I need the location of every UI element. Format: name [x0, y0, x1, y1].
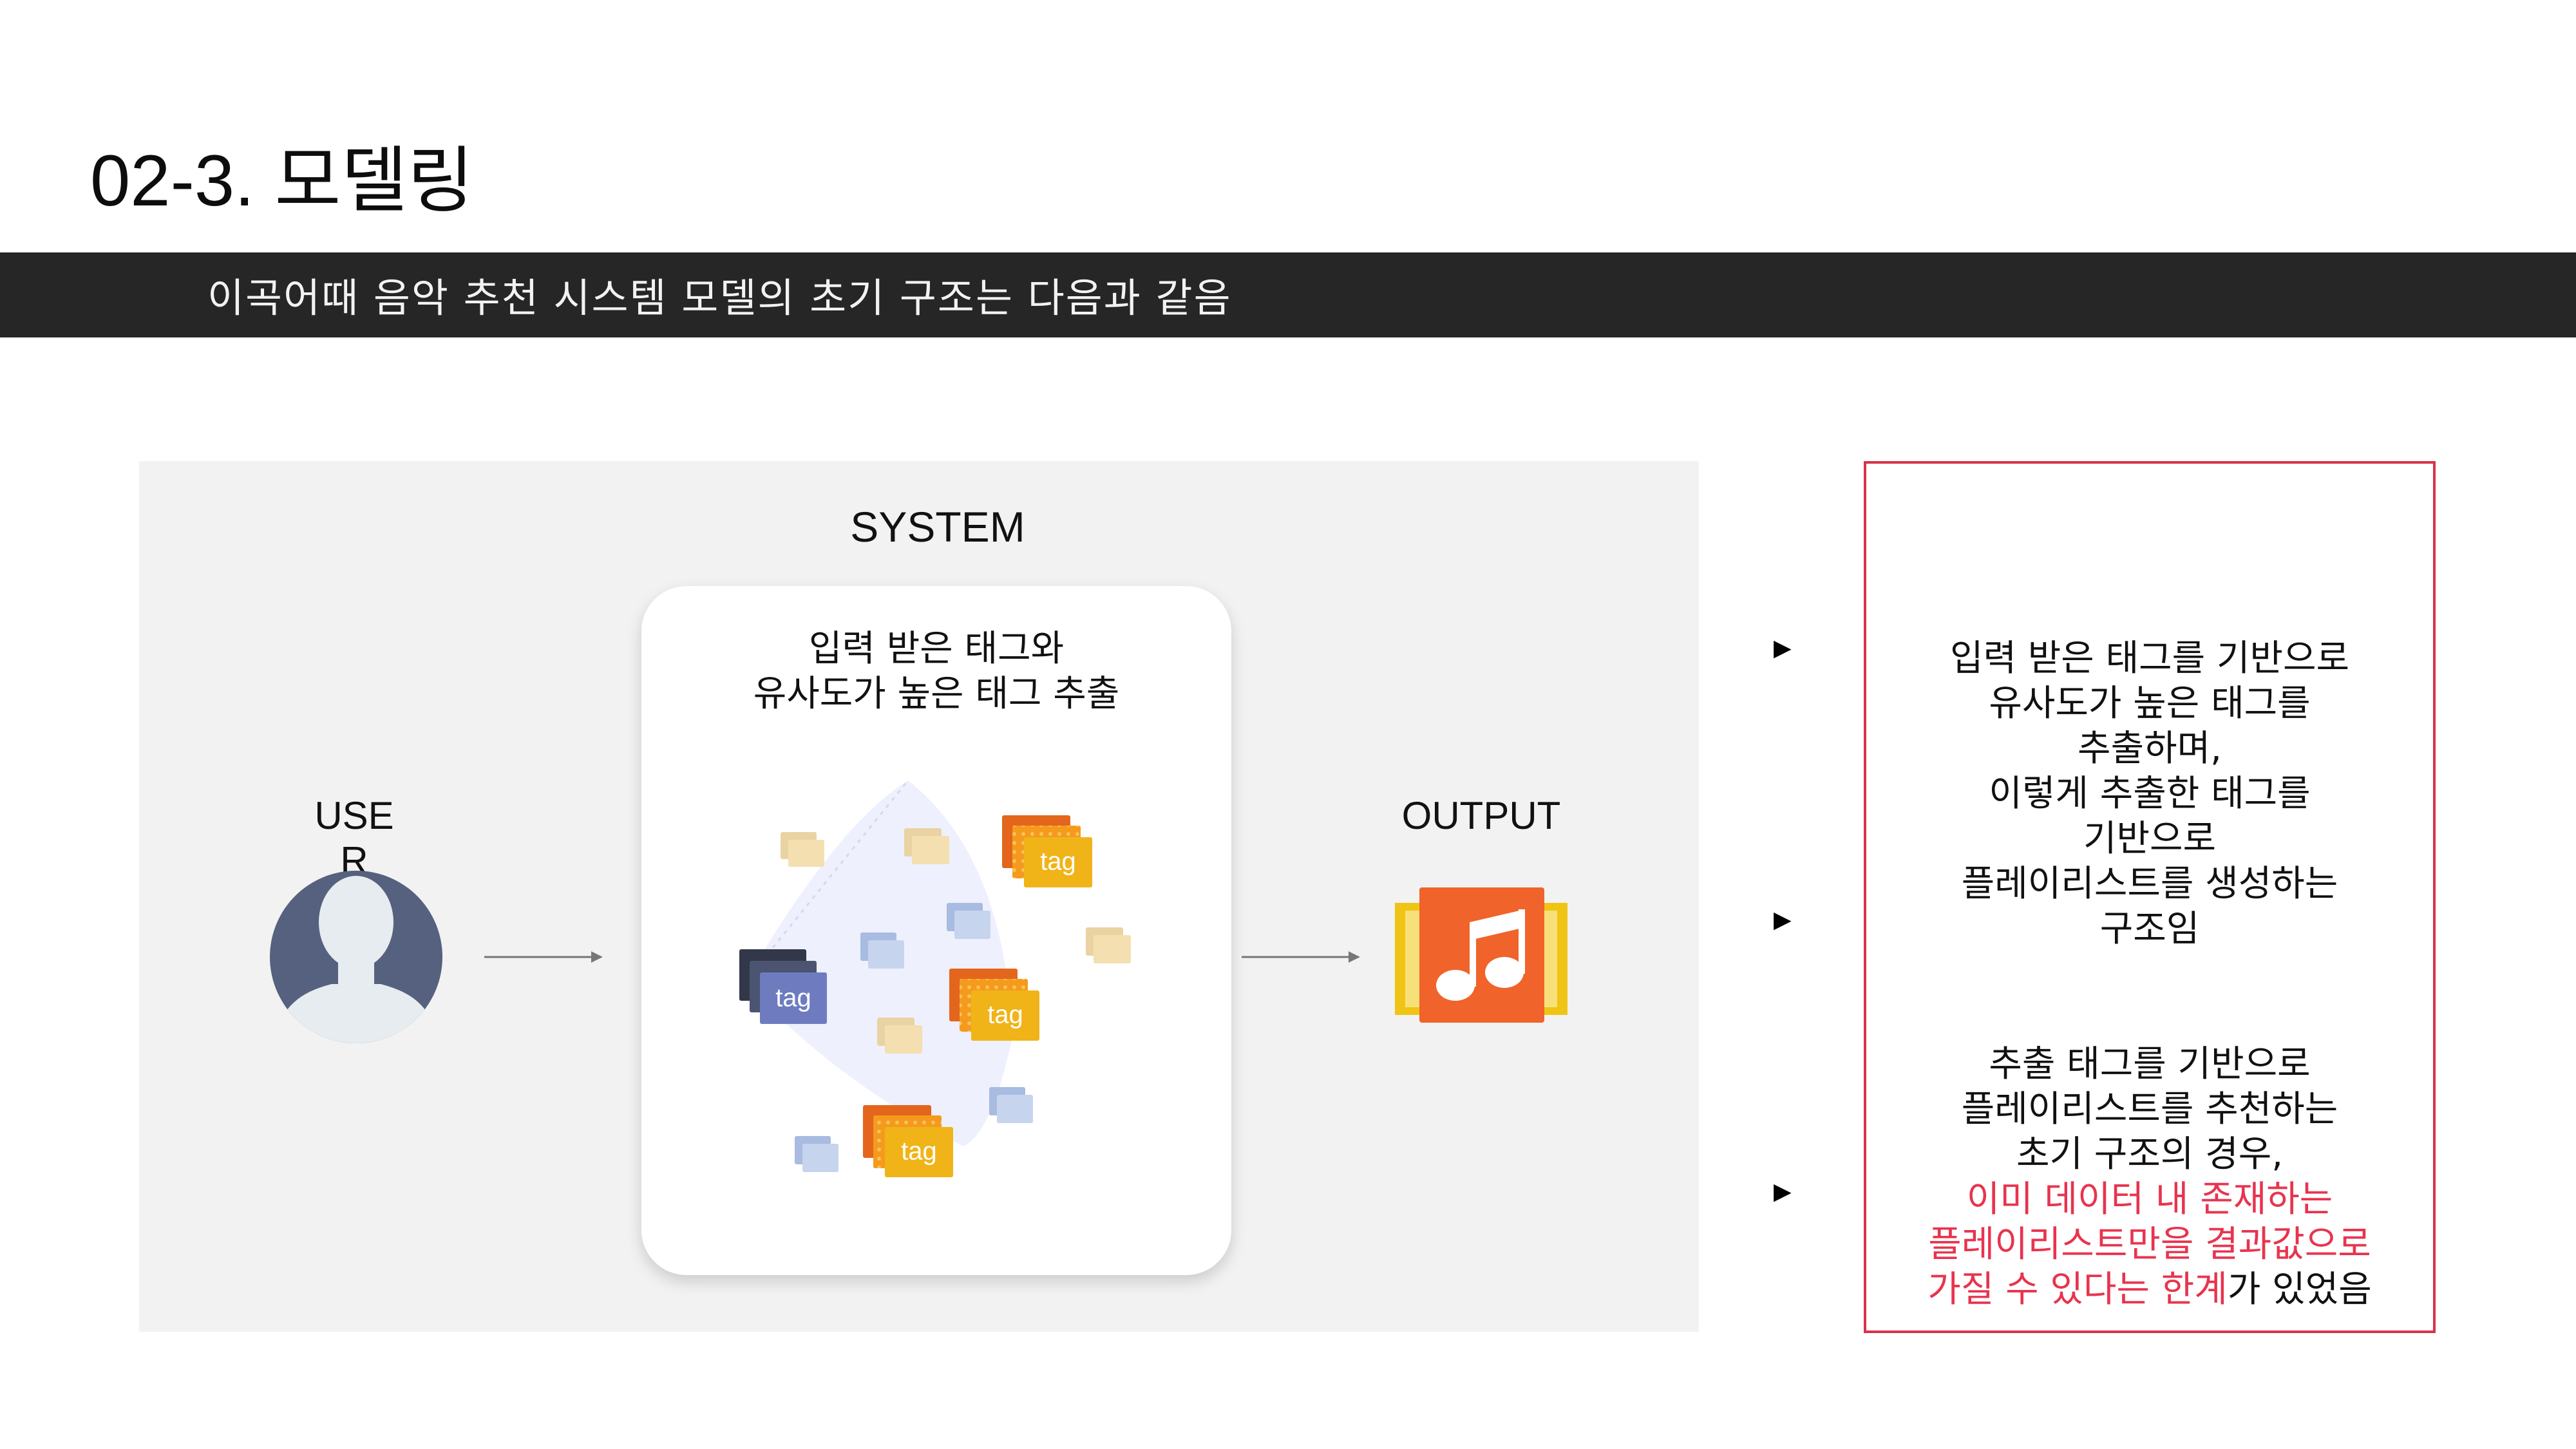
note-line: 초기 구조의 경우,	[2016, 1133, 2284, 1175]
subtitle-banner	[0, 252, 2576, 337]
tag-stack-icon: tag	[739, 949, 827, 1024]
card-text-line-2: 유사도가 높은 태그 추출	[753, 673, 1120, 715]
note-last-line: 가질 수 있다는 한계가 있었음	[1866, 1267, 2433, 1312]
music-note-icon	[1395, 887, 1567, 1023]
tag-stack-icon: tag	[1002, 815, 1092, 887]
user-label-line-1: USE	[314, 794, 394, 837]
note-line: 플레이리스트를 추천하는	[1961, 1088, 2338, 1130]
bullet-marker: ▶	[1774, 634, 1792, 661]
banner-text: 이곡어때 음악 추천 시스템 모델의 초기 구조는 다음과 같음	[207, 274, 1232, 321]
note-line: 입력 받은 태그를 기반으로	[1949, 638, 2350, 679]
note-line: 추출하며,	[2078, 728, 2222, 770]
tag-chip-icon	[947, 903, 990, 939]
tag-chip-icon	[1086, 927, 1131, 963]
page-title: 02-3. 모델링	[90, 140, 474, 221]
note-line: 플레이리스트를 생성하는	[1961, 863, 2338, 905]
card-text-line-1: 입력 받은 태그와	[808, 628, 1065, 670]
note-line: 이렇게 추출한 태그를	[1989, 773, 2311, 815]
user-avatar-icon	[270, 871, 442, 1043]
tag-label: tag	[1040, 848, 1076, 876]
tag-chip-icon	[989, 1087, 1033, 1123]
note-highlight-line: 이미 데이터 내 존재하는	[1966, 1179, 2333, 1220]
note-line: 추출 태그를 기반으로	[1989, 1043, 2311, 1085]
tag-label: tag	[775, 984, 811, 1012]
tag-chip-icon	[860, 933, 904, 969]
bullet-marker: ▶	[1774, 906, 1792, 933]
note-plain-span: 가 있었음	[2227, 1269, 2372, 1311]
note-line: 기반으로	[2083, 818, 2217, 860]
bullet-marker: ▶	[1774, 1178, 1792, 1204]
tag-chip-icon	[904, 828, 949, 864]
note-highlight-line: 플레이리스트만을 결과값으로	[1928, 1224, 2371, 1265]
tag-chip-icon	[877, 1018, 922, 1054]
tag-stack-icon: tag	[949, 969, 1039, 1041]
tag-chip-icon	[781, 832, 824, 867]
tag-stack-icon: tag	[863, 1105, 953, 1177]
note-block-1: 입력 받은 태그를 기반으로 유사도가 높은 태그를 추출하며, 이렇게 추출한…	[1866, 636, 2433, 952]
output-label: OUTPUT	[1401, 794, 1561, 837]
note-highlight-span: 가질 수 있다는 한계	[1927, 1269, 2228, 1311]
note-line: 구조임	[2099, 908, 2200, 950]
notes-box	[1864, 461, 2436, 1333]
tag-label: tag	[901, 1137, 937, 1166]
note-line: 유사도가 높은 태그를	[1989, 683, 2311, 724]
system-label: SYSTEM	[850, 503, 1025, 551]
tag-chip-icon	[795, 1136, 838, 1172]
note-block-2: 추출 태그를 기반으로 플레이리스트를 추천하는 초기 구조의 경우, 이미 데…	[1866, 1042, 2433, 1312]
tag-label: tag	[987, 1001, 1023, 1029]
